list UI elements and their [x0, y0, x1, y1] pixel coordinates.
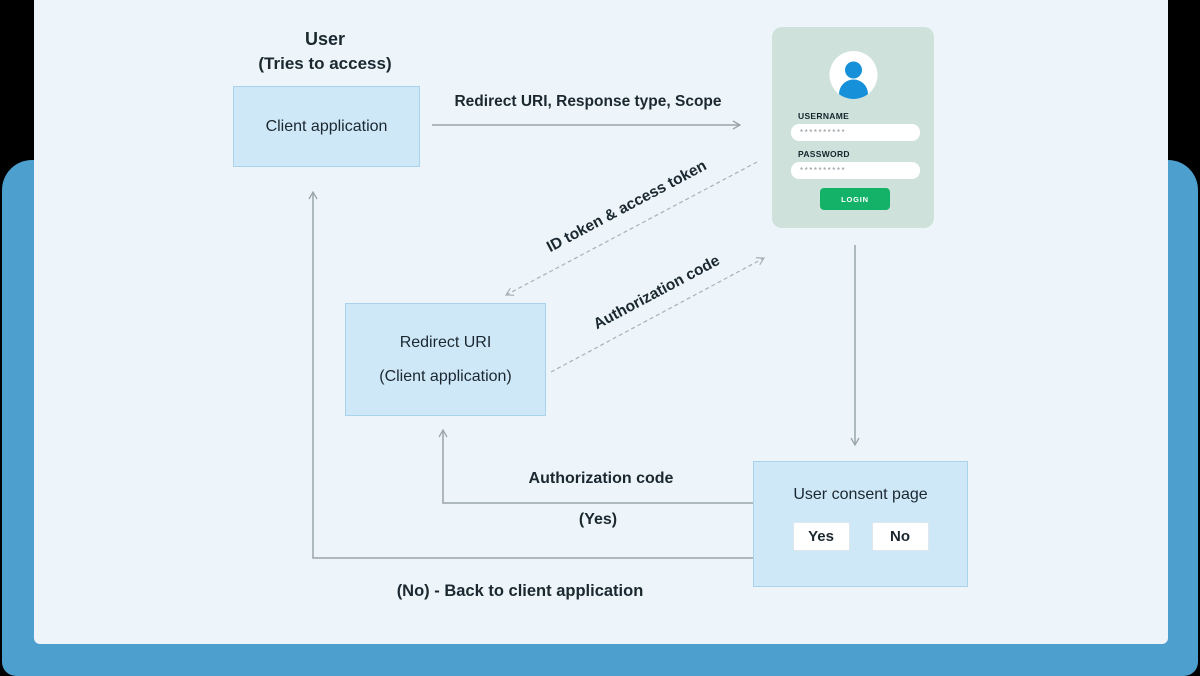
request-edge-label: Redirect URI, Response type, Scope: [454, 93, 722, 110]
login-button[interactable]: LOGIN: [820, 188, 890, 210]
redirect-uri-label: Redirect URI: [399, 333, 492, 351]
username-label: USERNAME: [798, 111, 850, 121]
user-avatar-icon: [829, 51, 878, 99]
username-input[interactable]: [791, 124, 920, 141]
client-application-node: Client application: [233, 86, 420, 167]
client-application-label: Client application: [265, 117, 388, 135]
user-consent-node: User consent page Yes No: [753, 461, 968, 587]
redirect-uri-sublabel: (Client application): [379, 367, 512, 385]
consent-buttons: Yes No: [792, 522, 929, 551]
heading-title: User: [304, 29, 346, 49]
consent-title: User consent page: [793, 486, 928, 503]
user-heading: User (Tries to access): [225, 27, 425, 76]
heading-subtitle: (Tries to access): [258, 54, 392, 73]
yes-note-label: (Yes): [578, 511, 618, 528]
no-button[interactable]: No: [871, 522, 929, 551]
auth-code-yes-label: Authorization code: [528, 470, 674, 487]
login-card: USERNAME PASSWORD LOGIN: [772, 27, 934, 228]
redirect-uri-node: Redirect URI (Client application): [345, 303, 546, 416]
password-input[interactable]: [791, 162, 920, 179]
yes-button[interactable]: Yes: [792, 522, 850, 551]
password-label: PASSWORD: [798, 149, 850, 159]
no-return-label: (No) - Back to client application: [396, 582, 644, 600]
